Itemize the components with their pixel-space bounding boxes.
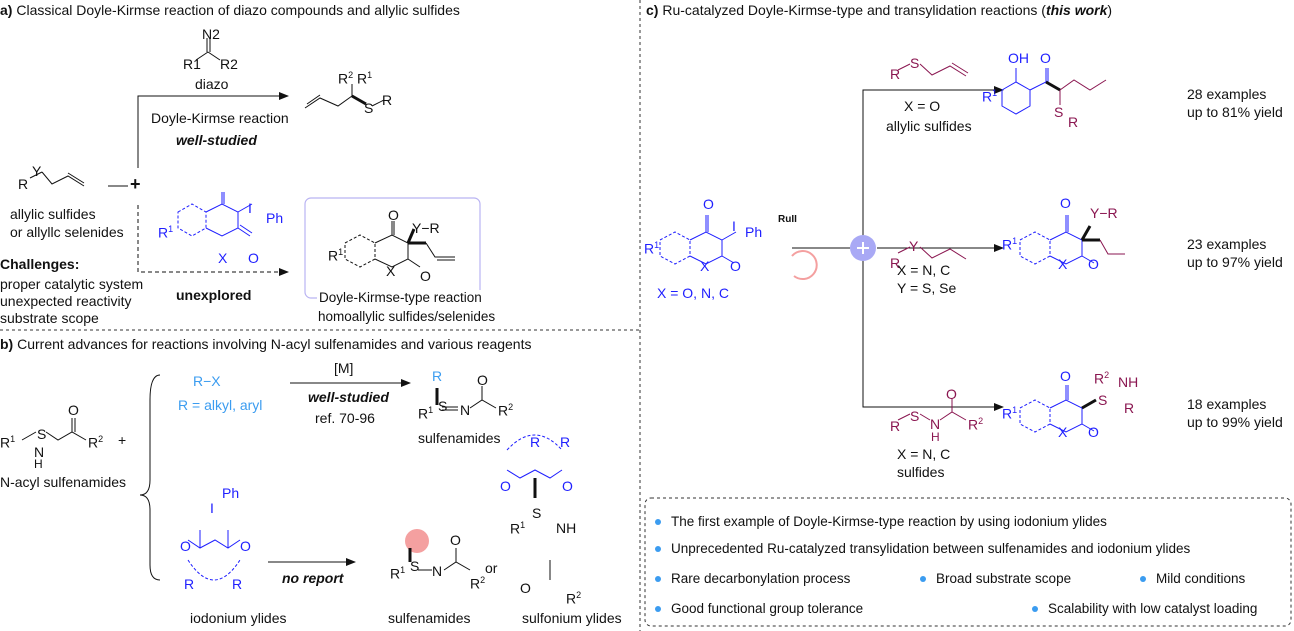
product-thioether-structure [304,84,385,109]
no-report-label: no report [282,570,344,586]
this-work-label: this work [1045,2,1108,18]
route-1-cond-2: allylic sulfides [886,118,972,134]
panel-c-title-end: ) [1107,2,1113,18]
route-3-examples: 18 examples [1187,396,1267,412]
route-2-yield: up to 97% yield [1187,254,1283,270]
iodonium-ylides-label: iodonium ylides [190,610,287,626]
route-1-cond-1: X = O [904,98,941,114]
highlight-item: Rare decarbonylation process [655,571,850,586]
reagent-rx: R−X [193,373,221,389]
highlight-item: Unprecedented Ru-catalyzed transylidatio… [655,541,1190,556]
route-2-examples: 23 examples [1187,236,1267,252]
route-3-cond-1: X = N, C [897,446,951,462]
panel-c-label: c) [646,2,659,18]
route-3-yield: up to 99% yield [1187,414,1283,430]
iodonium-ylide-structure [177,192,253,237]
condition-metal: [M] [334,360,354,376]
well-studied-b: well-studied [308,389,389,405]
brace [139,374,161,581]
reaction-name: Doyle-Kirmse reaction [151,110,289,126]
allyl-substrate-structure [29,171,85,187]
diazo-label: diazo [195,76,229,92]
product-sulfenamides-2: sulfenamides [388,610,471,626]
plus-icon [857,242,869,254]
panel-c-title-text: Ru-catalyzed Doyle-Kirmse-type and trans… [662,2,1046,18]
challenges-title: Challenges: [0,256,80,272]
arrow-doyle-kirmse [137,92,289,168]
highlight-item: Good functional group tolerance [655,601,863,616]
panel-c-title: c) Ru-catalyzed Doyle-Kirmse-type and tr… [646,2,1112,18]
substrate-label-1: allylic sulfides [10,206,96,222]
ru-catalyst-label: RuII [778,214,797,225]
reagent-allyl-sulfide [897,62,969,77]
panel-a-title: a) Classical Doyle-Kirmse reaction of di… [0,2,460,18]
panel-a-title-text: Classical Doyle-Kirmse reaction of diazo… [16,2,460,18]
pink-substituent-dot [405,529,429,553]
sulfenamide-product-2 [408,548,471,571]
panel-b-title-text: Current advances for reactions involving… [17,336,532,352]
highlight-item: Mild conditions [1140,571,1245,586]
reagent-allyl-chalcogen [897,246,967,260]
product-c1-structure [1001,68,1107,115]
arrow-c-route-1 [862,86,1004,240]
sulfonium-ylide-structure [506,434,563,580]
unexplored-label: unexplored [176,287,252,303]
arrow-c-route-3 [862,258,1004,411]
panel-b-label: b) [0,336,14,352]
refs-label: ref. 70-96 [315,410,375,426]
ylide-c-structure [659,215,737,265]
panel-b-title: b) Current advances for reactions involv… [0,336,531,352]
diazo-r2: R2 [220,56,238,72]
product-c3-structure [1019,385,1097,433]
sulfenamide-product-1 [435,386,497,411]
substrate-label-2: or allyllc selenides [10,224,124,240]
diazo-r1: R1 [183,56,201,72]
start-x-label: X = O, N, C [657,285,729,301]
diazo-structure [195,38,221,61]
route-2-cond-2: Y = S, Se [897,280,957,296]
iodonium-ylide-b [187,530,241,581]
sulfonium-ylides-label: sulfonium ylides [522,610,622,626]
sulfenamide-structure [21,418,87,441]
route-1-yield: up to 81% yield [1187,104,1283,120]
diazo-n2: N2 [202,26,220,42]
route-3-cond-2: sulfides [897,464,945,480]
homoallyl-product-structure [344,221,455,268]
highlight-item: Broad substrate scope [920,571,1071,586]
challenge-item: unexpected reactivity [0,293,132,309]
product-c2-structure [1019,215,1125,265]
route-1-examples: 28 examples [1187,86,1267,102]
arrow-unexplored [137,205,289,276]
box-title: Doyle-Kirmse-type reaction [317,290,484,306]
challenge-item: substrate scope [0,310,99,326]
ru-catalyst-icon [791,250,818,281]
or-label: or [485,560,498,576]
reagent-sulfenamide [897,398,967,421]
n-acyl-sulfenamides-label: N-acyl sulfenamides [0,474,127,490]
box-subtitle: homoallylic sulfides/selenides [318,309,496,324]
well-studied-label: well-studied [176,132,257,148]
challenge-item: proper catalytic system [0,276,144,292]
panel-a-label: a) [0,2,13,18]
product-sulfenamides-1: sulfenamides [418,430,501,446]
route-2-cond-1: X = N, C [897,262,951,278]
reagent-rx-note: R = alkyl, aryl [178,397,263,413]
highlight-item: The first example of Doyle-Kirmse-type r… [655,514,1107,529]
highlight-item: Scalability with low catalyst loading [1032,601,1257,616]
